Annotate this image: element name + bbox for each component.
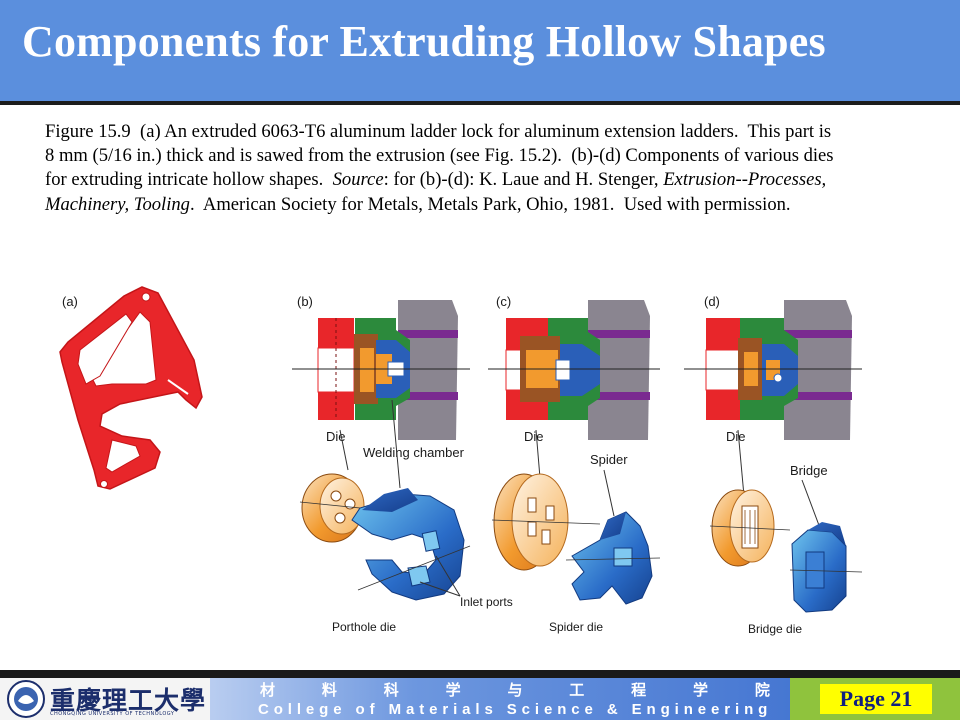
college-cn-char: 料 [321,681,337,699]
college-name-en: College of Materials Science & Engineeri… [258,701,773,718]
caption-text-1: (a) An extruded 6063-T6 aluminum ladder … [45,121,839,191]
page-number: Page 21 [820,684,932,714]
panel-label-b: (b) [297,294,313,309]
university-logo-area [0,678,210,720]
college-band [210,678,790,720]
label-inlet-ports: Inlet ports [460,595,513,609]
ladder-lock-part: (a) [59,286,203,490]
label-spider: Spider [590,452,628,467]
extrusion-die-figure: (a) (b) Die Welding chamber (c) [59,286,863,636]
label-welding-chamber: Welding chamber [363,445,465,460]
label-spider-die: Spider die [549,620,603,634]
slide-title: Components for Extruding Hollow Shapes [22,17,826,66]
panel-label-a: (a) [62,294,78,309]
title-bar: Components for Extruding Hollow Shapes [0,0,960,101]
porthole-die-section: (b) Die Welding chamber [292,294,470,489]
college-cn-char: 程 [631,681,647,699]
label-die-d: Die [726,429,746,444]
caption-text-3: . American Society for Metals, Metals Pa… [189,193,791,215]
college-cn-char: 与 [507,681,523,699]
bridge-die-section: (d) Die Bridge [684,294,862,529]
label-bridge: Bridge [790,463,828,478]
caption-text-2: : for (b)-(d): K. Laue and H. Stenger, [383,169,664,191]
university-seal-icon [7,680,45,718]
caption-source-label: Source [332,169,384,191]
college-cn-char: 工 [569,681,585,699]
college-cn-char: 院 [754,681,770,699]
footer-divider [0,670,960,678]
college-name-cn: 材 料 科 学 与 工 程 学 院 [260,679,770,700]
college-cn-char: 科 [383,681,399,699]
spider-die-section: (c) Die Spider [488,294,660,517]
label-porthole-die: Porthole die [332,620,396,634]
university-subtitle: CHONGQING UNIVERSITY OF TECHNOLOGY [50,711,175,717]
porthole-die-components: Inlet ports Porthole die [299,473,513,634]
panel-label-c: (c) [496,294,511,309]
figure-caption: Figure 15.9 (a) An extruded 6063-T6 alum… [45,120,845,217]
college-cn-char: 材 [260,681,276,699]
caption-book-title: Extrusion--Processes, Machinery, Tooling [45,169,827,215]
title-divider [0,101,960,105]
bridge-die-components: Bridge die [709,489,863,636]
caption-figure-ref: Figure 15.9 [45,121,131,142]
college-cn-char: 学 [445,681,461,699]
caption-paragraph: Figure 15.9 (a) An extruded 6063-T6 alum… [45,120,845,217]
university-name: 重慶理工大學 [50,686,207,715]
spider-die-components: Spider die [491,473,661,634]
college-cn-char: 学 [693,681,709,699]
panel-label-d: (d) [704,294,720,309]
label-bridge-die: Bridge die [748,622,802,636]
label-die-c: Die [524,429,544,444]
